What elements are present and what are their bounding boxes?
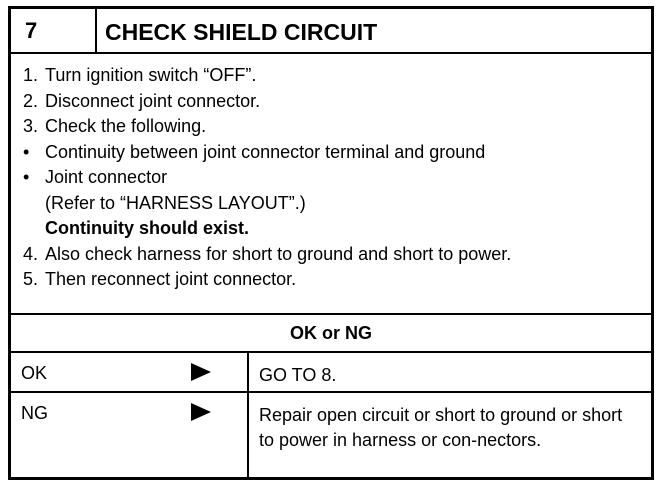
instruction-bullet: • Joint connector [23, 165, 648, 191]
instruction-item: 4. Also check harness for short to ground… [23, 242, 648, 268]
item-marker: 1. [23, 65, 39, 85]
right-arrow-icon [191, 363, 211, 381]
bullet-icon: • [23, 167, 30, 187]
column-divider [247, 353, 249, 391]
item-marker: 4. [23, 243, 39, 264]
instruction-item: 5. Then reconnect joint connector. [23, 267, 648, 293]
item-text: Turn ignition switch “OFF”. [45, 65, 257, 85]
item-marker: 3. [23, 116, 39, 136]
result-row-ng: NG Repair open circuit or short to groun… [11, 393, 651, 477]
step-title: CHECK SHIELD CIRCUIT [105, 19, 378, 45]
instruction-list: 1. Turn ignition switch “OFF”. 2. Disconne… [23, 63, 648, 293]
result-header: OK or NG [11, 313, 651, 353]
step-number: 7 [11, 9, 97, 52]
instruction-bullet: • Continuity between joint connector term… [23, 140, 648, 166]
item-marker: 2. [23, 90, 39, 111]
item-text: Continuity should exist. [45, 218, 250, 238]
result-label: NG [21, 403, 48, 423]
item-marker: 5. [23, 269, 39, 289]
item-text: Check the following. [45, 116, 207, 136]
instruction-item: 2. Disconnect joint connector. [23, 89, 648, 115]
item-text: Continuity between joint connector termi… [45, 141, 486, 162]
instruction-item: 3. Check the following. [23, 114, 648, 140]
reference-note: (Refer to “HARNESS LAYOUT”.) [23, 191, 648, 217]
procedure-box: 7 CHECK SHIELD CIRCUIT 1. Turn ignition s… [8, 6, 654, 480]
right-arrow-icon [191, 403, 211, 421]
expected-result: Continuity should exist. [23, 216, 648, 242]
bullet-icon: • [23, 141, 30, 162]
column-divider [247, 393, 249, 477]
step-header: 7 CHECK SHIELD CIRCUIT [11, 9, 651, 54]
result-action: Repair open circuit or short to ground o… [259, 405, 623, 450]
result-row-ok: OK GO TO 8. [11, 353, 651, 393]
result-label: OK [21, 363, 48, 383]
instruction-item: 1. Turn ignition switch “OFF”. [23, 63, 648, 89]
item-text: (Refer to “HARNESS LAYOUT”.) [45, 192, 306, 213]
result-action: GO TO 8. [259, 365, 337, 385]
item-text: Joint connector [45, 167, 168, 187]
item-text: Disconnect joint connector. [45, 90, 261, 111]
item-text: Then reconnect joint connector. [45, 269, 297, 289]
item-text: Also check harness for short to ground a… [45, 243, 512, 264]
